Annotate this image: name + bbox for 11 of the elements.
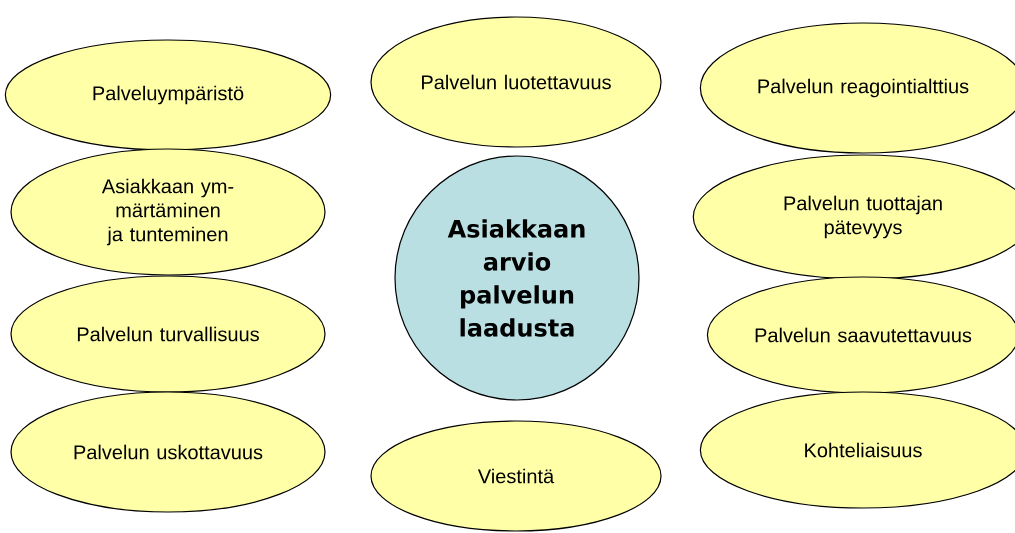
oval-node: Viestintä: [370, 420, 662, 532]
oval-node: Palveluympäristö: [4, 39, 332, 151]
oval-node: Palvelun reagointialttius: [699, 22, 1015, 154]
oval-node: Palvelun turvallisuus: [10, 275, 326, 393]
oval-node: Palvelun luotettavuus: [370, 16, 662, 148]
circle-node: Asiakkaan arvio palvelun laadusta: [394, 155, 640, 401]
oval-node: Palvelun saavutettavuus: [706, 276, 1015, 394]
oval-node: Asiakkaan ym- märtäminen ja tunteminen: [10, 148, 326, 276]
oval-node: Palvelun tuottajan pätevyys: [692, 154, 1015, 280]
oval-node: Palvelun uskottavuus: [10, 391, 326, 513]
oval-node: Kohteliaisuus: [699, 391, 1015, 509]
